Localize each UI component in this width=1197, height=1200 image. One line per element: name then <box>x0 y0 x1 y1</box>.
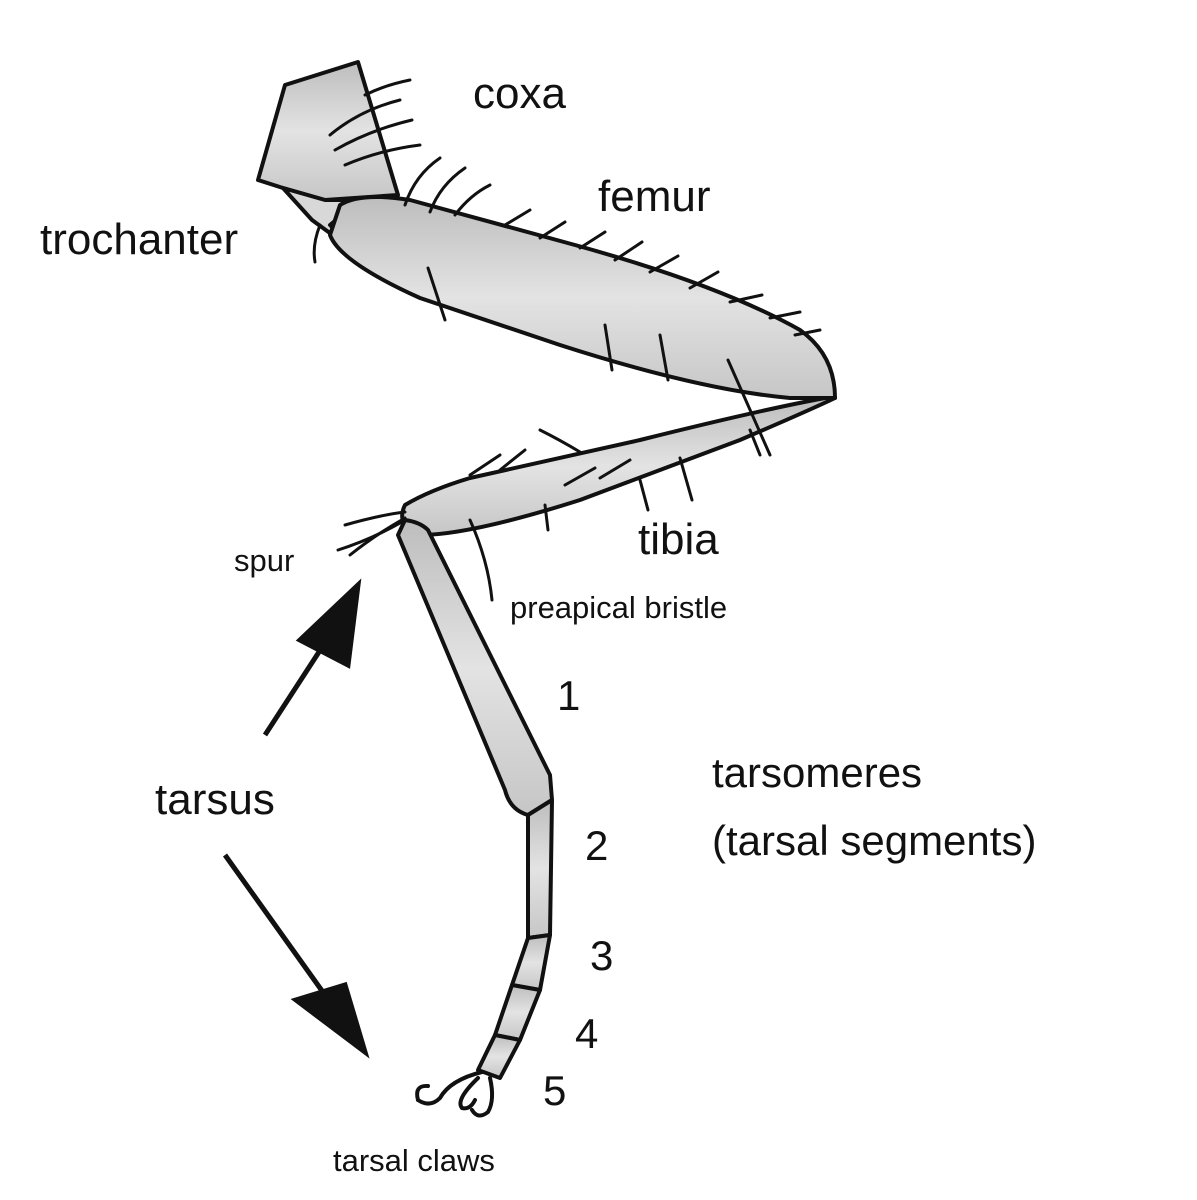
tarsomere-number-4: 4 <box>575 1010 599 1057</box>
tarsomere-number-5: 5 <box>543 1067 567 1114</box>
tarsus-arrow-down-head <box>290 981 370 1059</box>
label-tarsal-claws: tarsal claws <box>333 1143 495 1178</box>
tarsomere-2 <box>526 798 554 940</box>
tarsomere-4 <box>493 983 542 1042</box>
tarsomere-3 <box>510 933 552 992</box>
tarsomere-1 <box>396 518 554 817</box>
tarsomere-number-3: 3 <box>590 932 614 979</box>
label-spur: spur <box>234 543 295 578</box>
label-preapical-bristle: preapical bristle <box>510 590 728 625</box>
tarsomere-number-2: 2 <box>585 822 609 869</box>
bristles <box>312 78 822 602</box>
tarsus-arrow-up-head <box>295 578 362 669</box>
tarsal-claws-drawing <box>415 1070 495 1118</box>
label-coxa: coxa <box>473 69 566 118</box>
label-femur: femur <box>598 172 711 221</box>
tarsomere-5 <box>476 1033 522 1080</box>
label-tarsal-segments: (tarsal segments) <box>712 817 1037 864</box>
label-trochanter: trochanter <box>40 215 239 264</box>
label-tarsus: tarsus <box>155 775 275 824</box>
label-tibia: tibia <box>638 515 719 564</box>
label-tarsomeres: tarsomeres <box>712 749 923 796</box>
tarsus-arrows <box>222 578 370 1059</box>
femur-segment <box>328 195 837 400</box>
tarsomere-number-1: 1 <box>557 672 581 719</box>
